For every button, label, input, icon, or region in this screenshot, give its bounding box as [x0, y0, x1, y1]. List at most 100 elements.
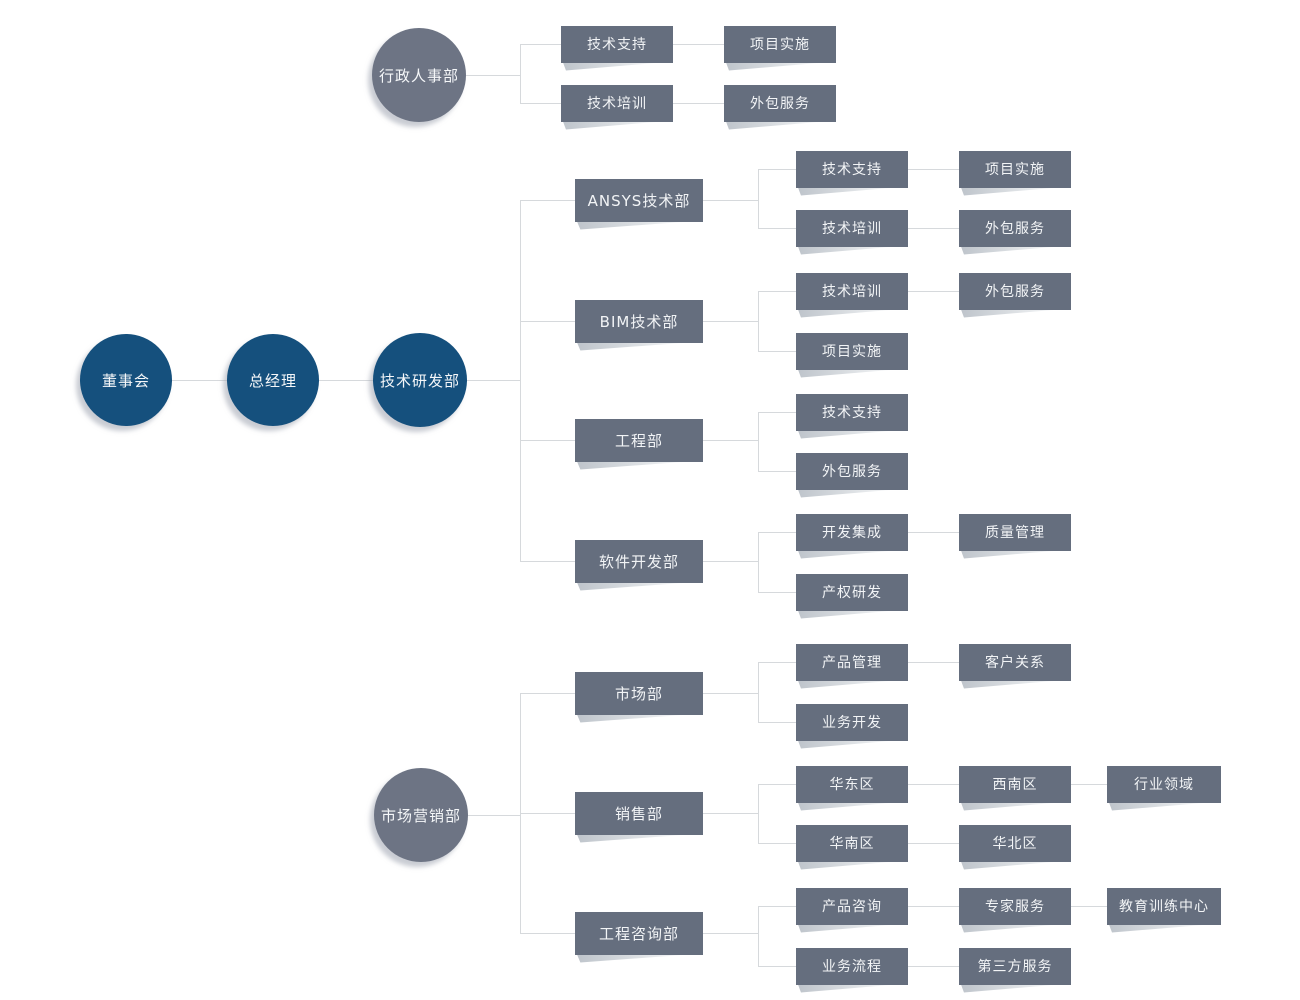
connector-line — [520, 933, 575, 934]
org-circle-marketing-dept: 市场营销部 — [374, 768, 468, 862]
connector-line — [758, 291, 759, 351]
org-box-bim-outsourcing-service: 外包服务 — [959, 272, 1071, 310]
org-box-label: 华北区 — [992, 836, 1038, 852]
org-box-label: 第三方服务 — [977, 959, 1053, 975]
org-box-ip-rnd: 产权研发 — [796, 573, 908, 611]
connector-line — [673, 44, 724, 45]
org-box-industry-domain: 行业领域 — [1107, 765, 1221, 803]
org-box-label: 产权研发 — [822, 585, 882, 601]
connector-line — [908, 291, 959, 292]
org-box-dev-integration: 开发集成 — [796, 513, 908, 551]
connector-line — [319, 380, 373, 381]
org-box-label: 技术支持 — [822, 405, 882, 421]
org-box-label: ANSYS技术部 — [587, 191, 691, 210]
org-box-label: 项目实施 — [750, 37, 810, 53]
org-box-label: 外包服务 — [985, 284, 1045, 300]
org-box-label: 外包服务 — [985, 221, 1045, 237]
org-box-label: 西南区 — [992, 777, 1038, 793]
org-box-label: 华东区 — [829, 777, 875, 793]
org-box-label: 开发集成 — [822, 525, 882, 541]
org-box-ansys-tech-training: 技术培训 — [796, 209, 908, 247]
connector-line — [758, 906, 759, 966]
org-box-label: 项目实施 — [985, 162, 1045, 178]
org-box-label: 工程部 — [614, 431, 663, 450]
connector-line — [908, 662, 959, 663]
org-circle-general-manager: 总经理 — [227, 334, 319, 426]
org-box-hr-project-implementation: 项目实施 — [724, 25, 836, 63]
connector-line — [703, 933, 758, 934]
connector-line — [172, 380, 227, 381]
org-box-customer-relations: 客户关系 — [959, 643, 1071, 681]
org-circle-label: 行政人事部 — [378, 66, 459, 85]
org-box-southwest-region: 西南区 — [959, 765, 1071, 803]
org-box-label: 工程咨询部 — [598, 924, 679, 943]
connector-line — [703, 440, 758, 441]
org-box-education-training-center: 教育训练中心 — [1107, 887, 1221, 925]
org-box-business-process: 业务流程 — [796, 947, 908, 985]
org-box-label: 外包服务 — [750, 96, 810, 112]
connector-line — [758, 169, 759, 228]
org-box-bim-tech-training: 技术培训 — [796, 272, 908, 310]
org-box-label: 技术支持 — [587, 37, 647, 53]
connector-line — [520, 693, 575, 694]
org-box-market-dept: 市场部 — [575, 671, 703, 715]
connector-line — [758, 966, 796, 967]
connector-line — [758, 412, 759, 471]
connector-line — [758, 291, 796, 292]
connector-line — [758, 592, 796, 593]
org-circle-label: 市场营销部 — [380, 806, 461, 825]
connector-line — [908, 966, 959, 967]
org-box-label: 华南区 — [829, 836, 875, 852]
connector-line — [703, 200, 758, 201]
org-box-third-party-service: 第三方服务 — [959, 947, 1071, 985]
org-box-label: 销售部 — [614, 804, 663, 823]
org-box-label: 产品咨询 — [822, 899, 882, 915]
org-box-label: 业务开发 — [822, 715, 882, 731]
connector-line — [465, 380, 520, 381]
org-box-hr-tech-training: 技术培训 — [561, 84, 673, 122]
org-box-label: 技术支持 — [822, 162, 882, 178]
org-box-engineering-consulting-dept: 工程咨询部 — [575, 911, 703, 955]
connector-line — [758, 532, 796, 533]
org-box-product-consulting: 产品咨询 — [796, 887, 908, 925]
org-box-label: 教育训练中心 — [1119, 899, 1209, 915]
org-box-expert-service: 专家服务 — [959, 887, 1071, 925]
org-circle-label: 技术研发部 — [379, 371, 460, 390]
connector-line — [758, 532, 759, 592]
connector-line — [758, 784, 759, 843]
connector-line — [466, 75, 520, 76]
org-box-label: BIM技术部 — [599, 312, 679, 331]
connector-line — [758, 662, 759, 722]
connector-line — [703, 813, 758, 814]
connector-line — [520, 44, 521, 103]
org-box-ansys-tech-support: 技术支持 — [796, 150, 908, 188]
connector-line — [758, 784, 796, 785]
connector-line — [673, 103, 724, 104]
org-box-label: 行业领域 — [1134, 777, 1194, 793]
connector-line — [908, 228, 959, 229]
connector-line — [520, 813, 575, 814]
connector-line — [1071, 906, 1107, 907]
org-box-east-china-region: 华东区 — [796, 765, 908, 803]
org-box-ansys-tech-dept: ANSYS技术部 — [575, 178, 703, 222]
connector-line — [908, 532, 959, 533]
connector-line — [520, 561, 575, 562]
connector-line — [908, 169, 959, 170]
org-box-label: 客户关系 — [985, 655, 1045, 671]
org-box-business-development: 业务开发 — [796, 703, 908, 741]
org-box-software-dev-dept: 软件开发部 — [575, 539, 703, 583]
connector-line — [758, 169, 796, 170]
connector-line — [758, 471, 796, 472]
org-box-hr-tech-support: 技术支持 — [561, 25, 673, 63]
org-box-quality-management: 质量管理 — [959, 513, 1071, 551]
org-box-south-china-region: 华南区 — [796, 824, 908, 862]
connector-line — [908, 906, 959, 907]
connector-line — [703, 693, 758, 694]
org-box-label: 产品管理 — [822, 655, 882, 671]
org-box-label: 技术培训 — [822, 284, 882, 300]
connector-line — [520, 103, 561, 104]
connector-line — [703, 321, 758, 322]
org-circle-label: 董事会 — [101, 371, 150, 390]
org-box-engineering-dept: 工程部 — [575, 418, 703, 462]
